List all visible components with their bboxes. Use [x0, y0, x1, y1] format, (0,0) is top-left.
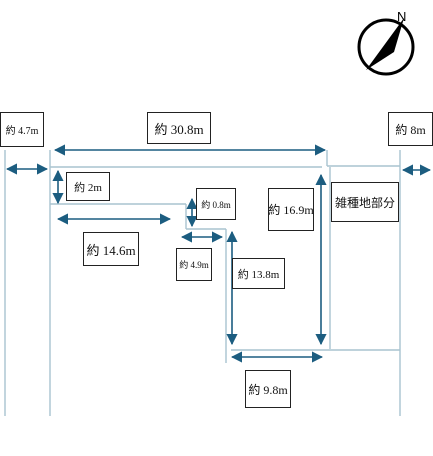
depth-13-8m-label: 約 13.8m: [232, 258, 285, 289]
step-0-8m-label: 約 0.8m: [196, 188, 236, 220]
other-land-area-label: 雑種地部分: [331, 182, 399, 222]
width-14-6m-label: 約 14.6m: [83, 232, 139, 266]
width-4-9m-label: 約 4.9m: [176, 248, 212, 281]
depth-16-9m-label: 約 16.9m: [268, 188, 314, 231]
north-letter: N: [397, 9, 406, 24]
road-left-width-label: 約 4.7m: [0, 112, 44, 147]
north-arrow-icon: N: [356, 6, 420, 78]
top-width-label: 約 30.8m: [147, 112, 211, 144]
dimension-arrows: [5, 144, 432, 363]
width-9-8m-label: 約 9.8m: [245, 370, 291, 408]
plot-boundary: [4, 150, 401, 416]
road-right-width-label: 約 8m: [388, 112, 433, 146]
step-2m-label: 約 2m: [66, 172, 110, 201]
